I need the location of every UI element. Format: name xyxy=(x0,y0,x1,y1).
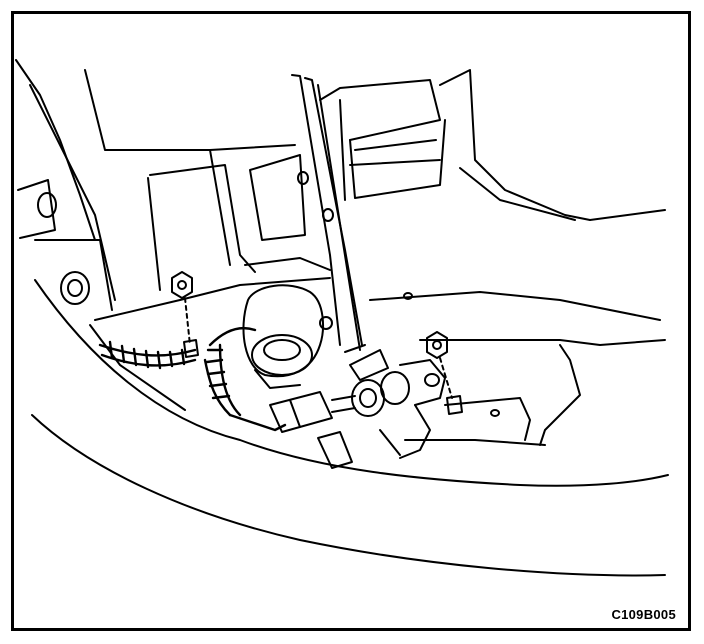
lower-bumper-shell xyxy=(31,279,669,577)
lower-floor-panel xyxy=(94,257,666,446)
fastener-nuts xyxy=(171,271,463,415)
mounting-bracket xyxy=(379,359,446,459)
upper-body-panel xyxy=(15,59,306,311)
upper-bracket xyxy=(319,69,666,221)
grommet xyxy=(60,271,90,305)
bulb-socket xyxy=(344,344,410,417)
lower-clip xyxy=(317,431,353,469)
vertical-strut xyxy=(291,74,363,351)
lamp-housing xyxy=(242,284,324,389)
figure-code-label: C109B005 xyxy=(611,607,676,622)
figure-frame xyxy=(11,11,691,631)
